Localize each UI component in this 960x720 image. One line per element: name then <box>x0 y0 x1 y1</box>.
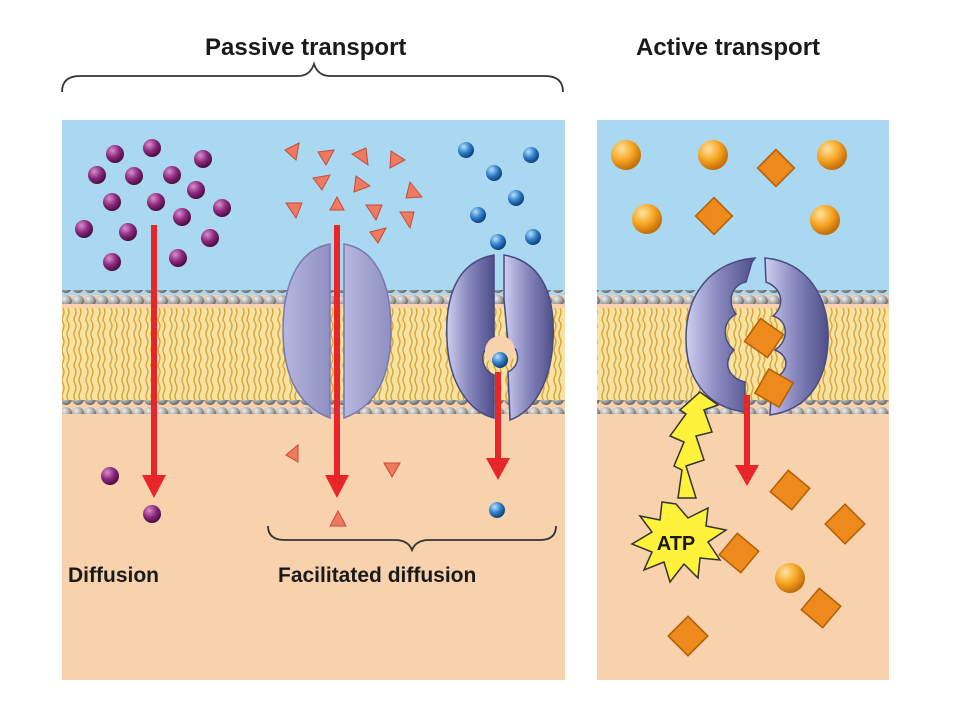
purple-sphere-icon <box>119 223 137 241</box>
blue-sphere-icon <box>492 352 508 368</box>
purple-sphere-icon <box>101 467 119 485</box>
purple-sphere-icon <box>143 139 161 157</box>
triangle-solute-icon <box>285 443 299 463</box>
channel-arrow <box>325 225 349 498</box>
orange-sphere-icon <box>698 140 728 170</box>
orange-cube-icon <box>718 532 760 574</box>
facilitated-spheres <box>458 142 541 518</box>
triangle-solute-icon <box>365 204 383 222</box>
purple-sphere-icon <box>75 220 93 238</box>
purple-sphere-icon <box>213 199 231 217</box>
triangle-solute-icon <box>317 149 335 167</box>
blue-sphere-icon <box>490 234 506 250</box>
purple-sphere-icon <box>187 181 205 199</box>
facilitated-diffusion-label: Facilitated diffusion <box>278 564 477 587</box>
active-transport-heading: Active transport <box>636 34 821 61</box>
purple-sphere-icon <box>173 208 191 226</box>
active-cubes <box>667 148 866 657</box>
diffusion-arrow <box>142 225 166 498</box>
orange-cube-icon <box>756 148 796 188</box>
orange-sphere-icon <box>632 204 662 234</box>
triangle-solute-icon <box>329 195 345 211</box>
facilitated-bracket <box>267 525 557 553</box>
starburst-icon <box>630 501 728 584</box>
blue-sphere-icon <box>523 147 539 163</box>
purple-sphere-icon <box>147 193 165 211</box>
triangle-solute-icon <box>350 147 369 167</box>
orange-cube-icon <box>769 469 811 511</box>
blue-sphere-icon <box>489 502 505 518</box>
triangle-solute-icon <box>284 142 300 161</box>
atp-label: ATP <box>657 533 696 555</box>
triangle-solute-icon <box>353 175 372 193</box>
triangle-solute-icon <box>329 509 347 527</box>
purple-sphere-icon <box>163 166 181 184</box>
orange-cube-icon <box>743 317 785 359</box>
blue-sphere-icon <box>525 229 541 245</box>
blue-sphere-icon <box>470 207 486 223</box>
passive-panel <box>62 120 565 680</box>
purple-sphere-icon <box>201 229 219 247</box>
orange-cube-icon <box>800 587 842 629</box>
purple-sphere-icon <box>194 150 212 168</box>
diffusion-label: Diffusion <box>68 564 159 587</box>
active-spheres <box>611 140 847 593</box>
orange-cube-icon <box>667 615 709 657</box>
orange-cube-icon <box>694 196 734 236</box>
facilitated-triangles <box>284 142 423 527</box>
passive-brace <box>61 61 564 93</box>
purple-sphere-icon <box>143 505 161 523</box>
purple-sphere-icon <box>103 253 121 271</box>
triangle-solute-icon <box>383 462 401 479</box>
active-arrow <box>735 395 759 486</box>
triangle-solute-icon <box>389 150 406 169</box>
orange-sphere-icon <box>810 205 840 235</box>
passive-transport-heading: Passive transport <box>205 34 407 61</box>
blue-sphere-icon <box>458 142 474 158</box>
orange-cube-icon <box>824 503 866 545</box>
active-panel <box>597 120 889 680</box>
orange-sphere-icon <box>611 140 641 170</box>
channel-protein <box>282 243 392 420</box>
purple-sphere-icon <box>169 249 187 267</box>
orange-sphere-icon <box>817 140 847 170</box>
purple-sphere-icon <box>88 166 106 184</box>
carrier-arrow <box>486 372 510 480</box>
blue-sphere-icon <box>508 190 524 206</box>
panel-gap <box>565 120 597 680</box>
lightning-bolt-icon <box>668 391 720 499</box>
purple-sphere-icon <box>103 193 121 211</box>
orange-cube-icon <box>753 367 795 409</box>
triangle-solute-icon <box>369 227 387 244</box>
triangle-solute-icon <box>285 202 303 220</box>
blue-sphere-icon <box>486 165 502 181</box>
purple-sphere-icon <box>125 167 143 185</box>
triangle-solute-icon <box>399 211 415 230</box>
purple-sphere-icon <box>106 145 124 163</box>
triangle-solute-icon <box>405 180 423 199</box>
orange-sphere-icon <box>775 563 805 593</box>
diffusion-molecules <box>75 139 231 523</box>
triangle-solute-icon <box>312 174 331 191</box>
